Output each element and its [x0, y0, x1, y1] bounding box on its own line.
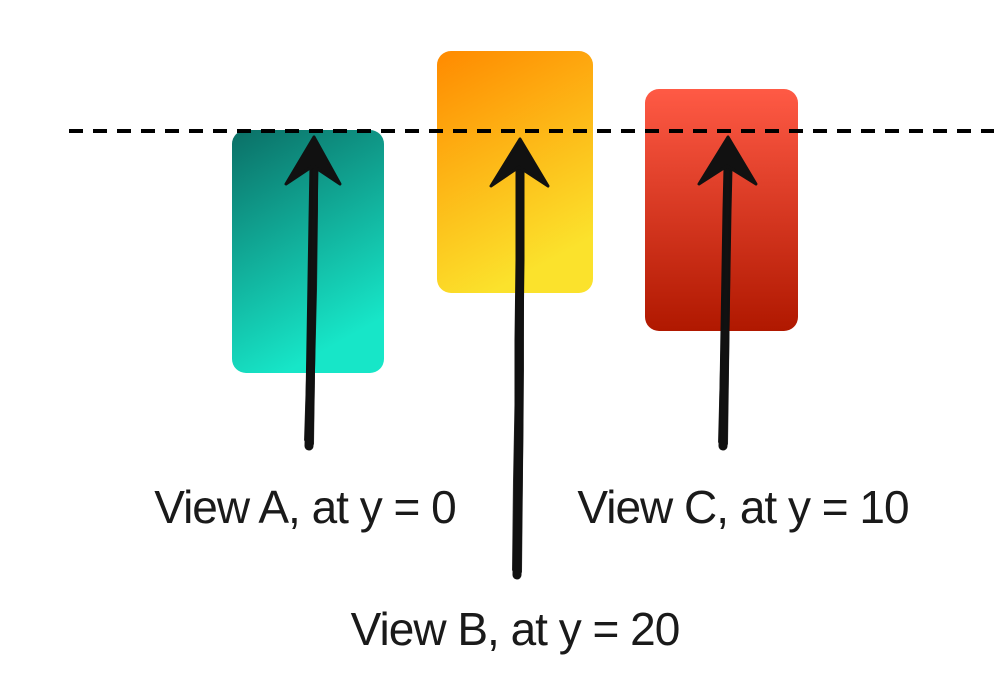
view-c-box — [645, 89, 798, 331]
view-b-arrow — [489, 137, 550, 580]
view-c-label: View C, at y = 10 — [577, 481, 908, 533]
view-a-label: View A, at y = 0 — [154, 481, 456, 533]
view-c-arrow — [697, 135, 758, 451]
view-b-box — [437, 51, 593, 293]
view-b-label: View B, at y = 20 — [351, 603, 680, 655]
view-a-arrow — [284, 135, 342, 451]
